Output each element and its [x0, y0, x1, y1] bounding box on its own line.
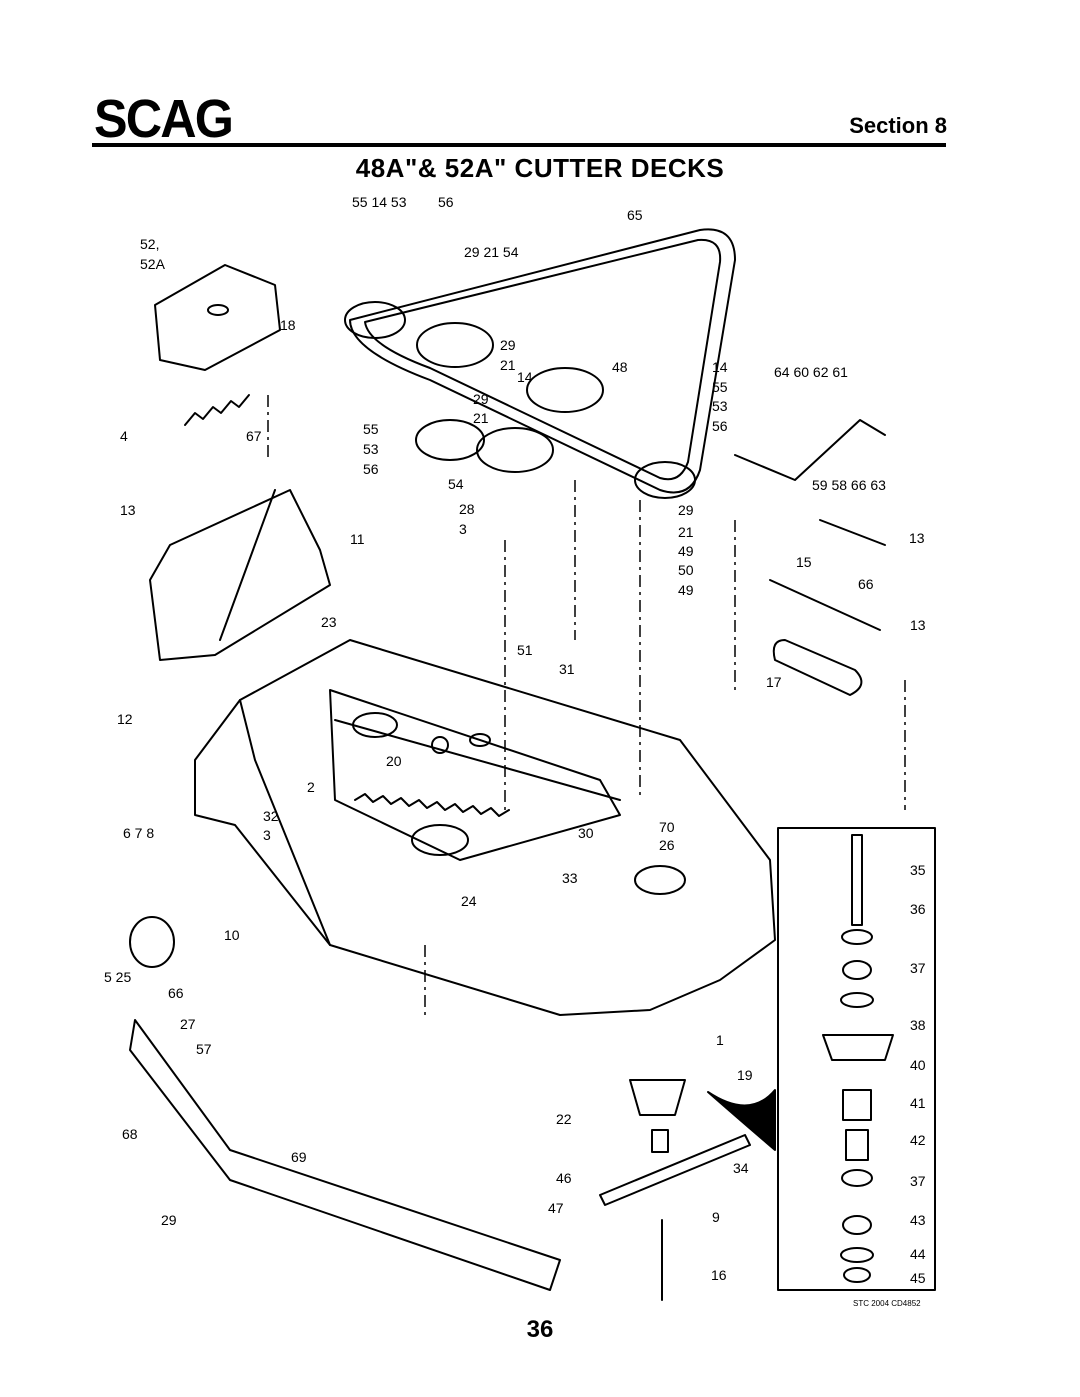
page-number: 36 [526, 1316, 554, 1343]
cutting-blade [599, 1134, 751, 1206]
spindle-opening [411, 824, 469, 856]
spindle-detail-box [777, 827, 936, 1291]
header-rule [92, 143, 946, 147]
section-label: Section 8 [849, 113, 947, 138]
belt-cover [154, 264, 281, 371]
pulley [416, 322, 494, 368]
cutter-deck [194, 639, 776, 1016]
discharge-chute [149, 489, 331, 661]
spindle-opening [352, 712, 398, 738]
spring [354, 793, 510, 817]
brand-logo-text: SCAG [94, 92, 232, 142]
deck-wheel [129, 916, 175, 968]
spindle-assembly [629, 1079, 686, 1116]
pulley [344, 301, 406, 339]
spring [184, 394, 250, 426]
pulley [476, 427, 554, 473]
pulley [634, 461, 696, 499]
spindle-opening [634, 865, 686, 895]
page-title: 48A"& 52A" CUTTER DECKS [355, 153, 725, 183]
flow-arrow [707, 1089, 776, 1151]
spindle-housing [822, 1034, 894, 1061]
front-baffle [129, 1019, 561, 1291]
drawing-code: STC 2004 CD4852 [853, 1299, 921, 1308]
drive-belt [349, 228, 736, 494]
scag-logo: SCAG [94, 92, 234, 142]
spindle-shaft [851, 834, 863, 926]
pulley [415, 419, 485, 461]
drive-belt-inner [364, 238, 722, 481]
pulley [526, 367, 604, 413]
roller-axle [819, 519, 886, 546]
roller-axle [769, 579, 881, 631]
rear-roller [772, 639, 863, 696]
